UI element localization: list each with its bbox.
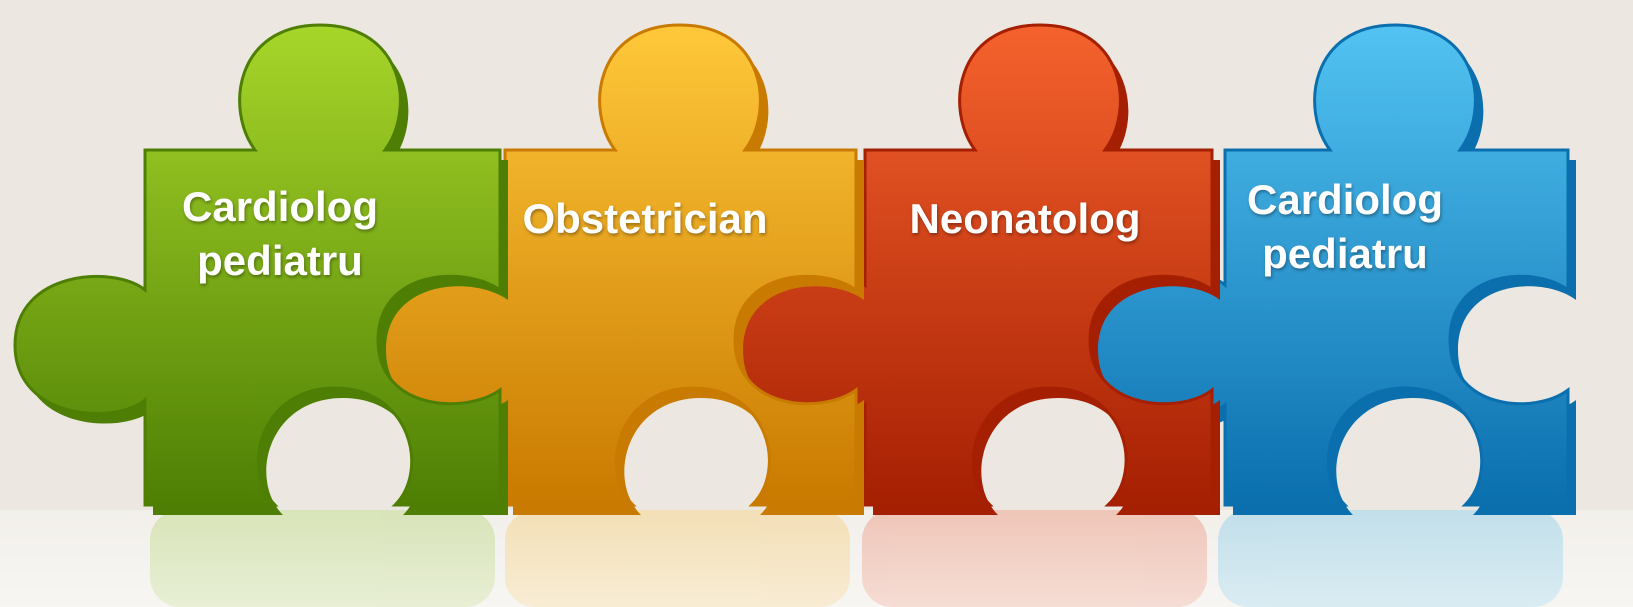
label-red: Neonatolog: [909, 195, 1141, 242]
puzzle-piece-green: [13, 23, 508, 515]
label-yellow: Obstetrician: [522, 195, 768, 242]
piece-green-body: [13, 23, 502, 507]
label-green: Cardiolog pediatru: [182, 183, 378, 284]
label-blue: Cardiolog pediatru: [1247, 176, 1443, 277]
